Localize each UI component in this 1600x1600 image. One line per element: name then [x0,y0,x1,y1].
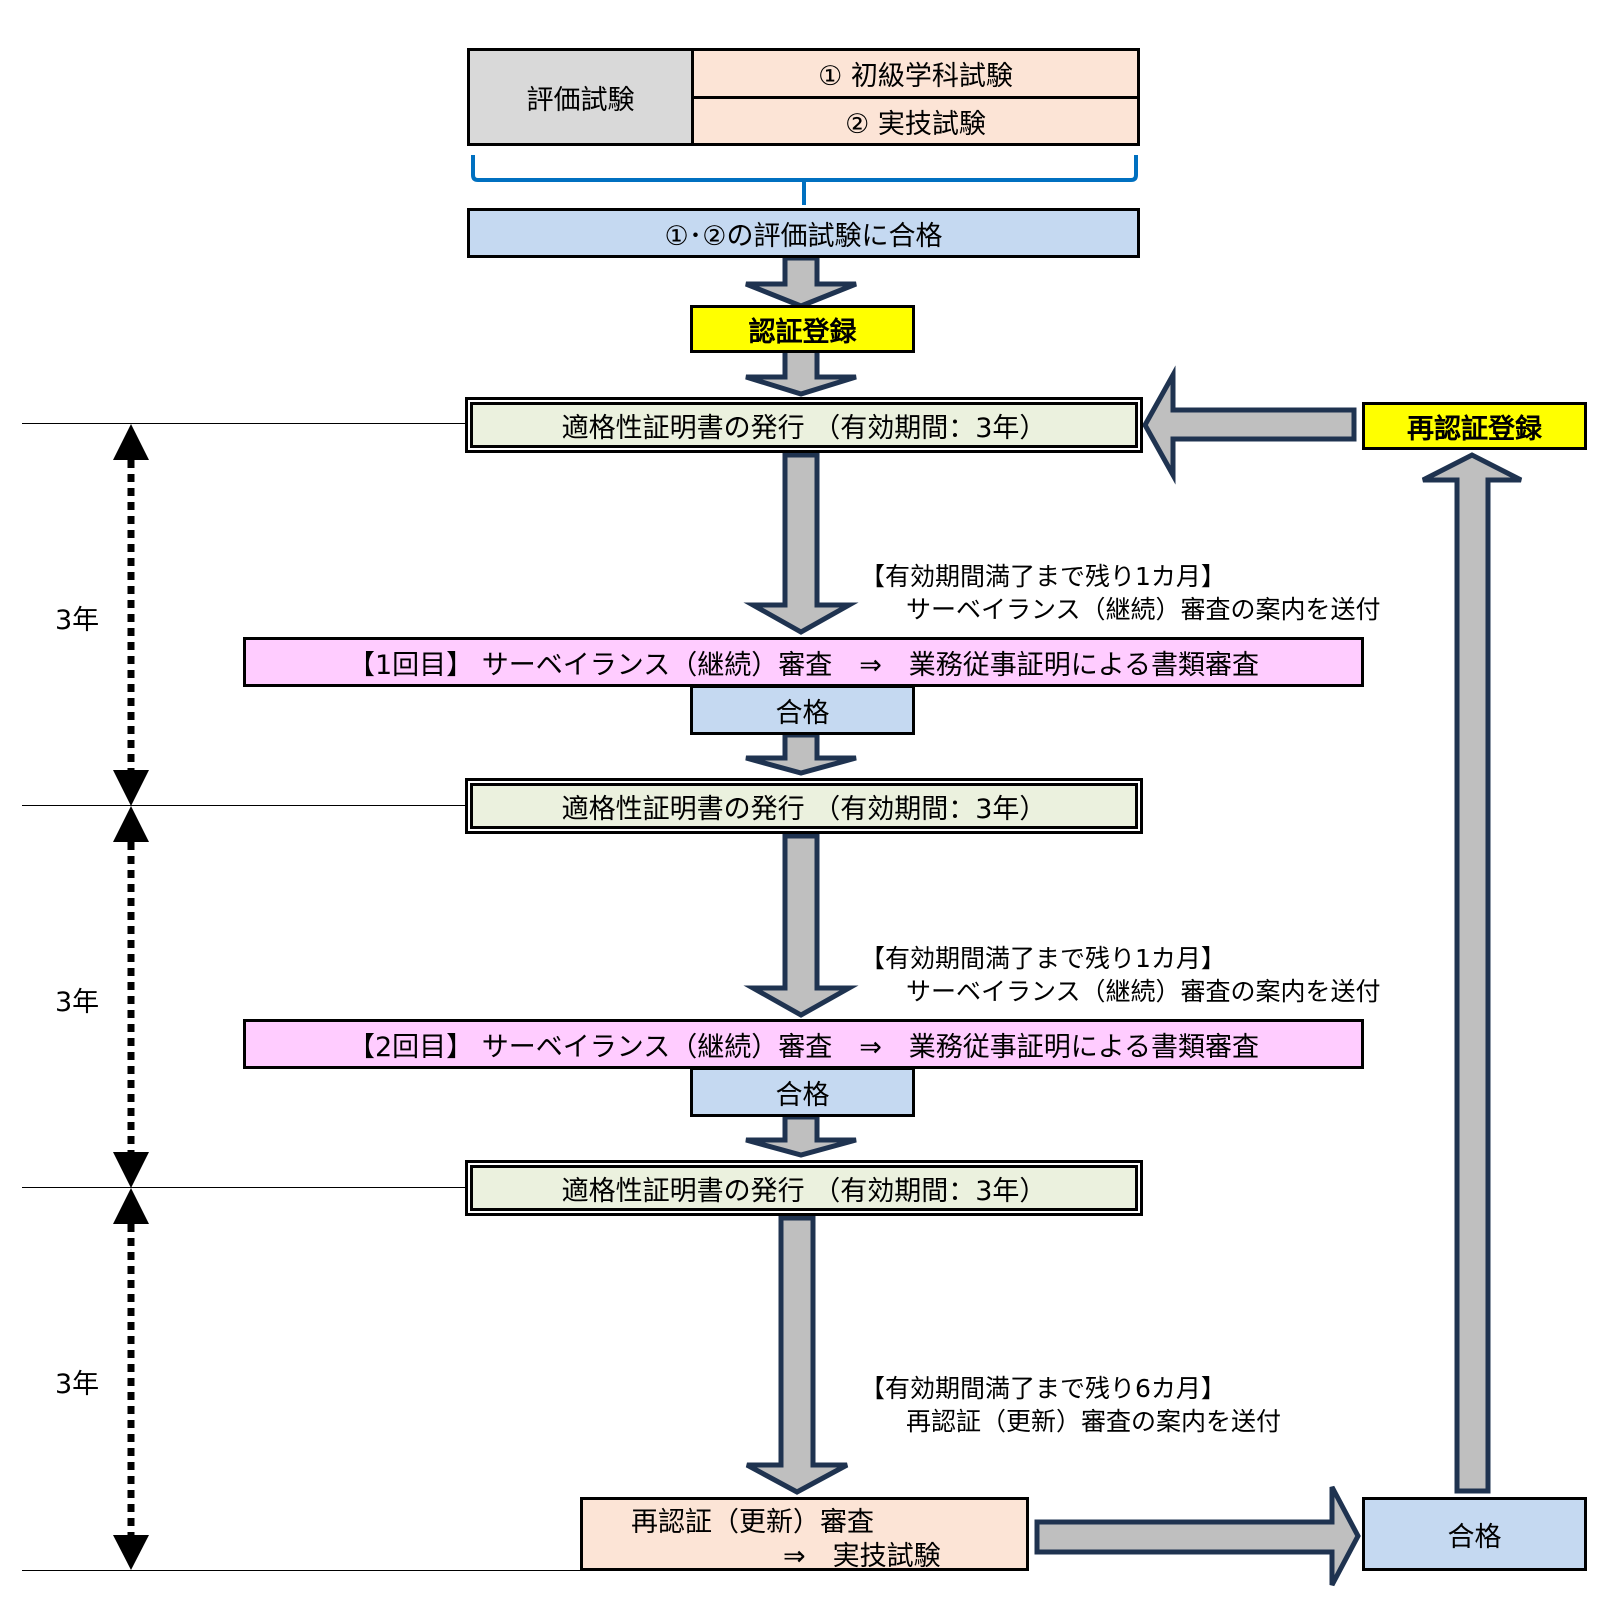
timeline-line-3 [22,1187,467,1188]
period-label-1: 3年 [55,605,100,636]
arrow-left-to-certificate-1 [1142,365,1357,485]
evaluation-item-written: ① 初級学科試験 [691,48,1140,99]
arrow-down-to-certificate-2 [745,732,857,776]
re-registration-box: 再認証登録 [1362,402,1587,450]
notice-1-line1: 【有効期間満了まで残り1カ月】 [860,562,1226,591]
notice-3-line1: 【有効期間満了まで残り6カ月】 [860,1374,1226,1403]
certificate-box-2: 適格性証明書の発行 （有効期間：3年） [465,778,1143,834]
notice-1-line2: サーベイランス（継続）審査の案内を送付 [906,595,1381,624]
notice-2-line1: 【有効期間満了まで残り1カ月】 [860,944,1226,973]
arrow-down-to-registration [745,255,857,309]
period-arrowhead-up-2 [113,806,149,842]
pass-box-2: 合格 [690,1067,915,1117]
bracket-connector [471,155,1138,205]
arrow-down-to-certificate-3 [745,1114,857,1158]
certificate-box-3: 適格性証明書の発行 （有効期間：3年） [465,1160,1143,1216]
surveillance-box-1: 【1回目】 サーベイランス（継続）審査 ⇒ 業務従事証明による書類審査 [243,637,1364,687]
period-arrowhead-up-1 [113,424,149,460]
timeline-line-1 [22,423,467,424]
notice-3: 【有効期間満了まで残り6カ月】 再認証（更新）審査の案内を送付 [860,1372,1281,1438]
period-arrowhead-down-3 [113,1535,149,1570]
evaluation-label: 評価試験 [467,48,694,146]
evaluation-item-practical: ② 実技試験 [691,96,1140,146]
renewal-review-box: 再認証（更新）審査 ⇒ 実技試験 [580,1497,1029,1572]
arrow-down-to-certificate-1 [745,347,857,397]
registration-box: 認証登録 [690,305,915,353]
period-arrowhead-down-1 [113,770,149,806]
notice-2: 【有効期間満了まで残り1カ月】 サーベイランス（継続）審査の案内を送付 [860,942,1381,1008]
period-label-3: 3年 [55,1369,100,1400]
timeline-line-4 [22,1570,582,1571]
timeline-line-2 [22,805,467,806]
notice-2-line2: サーベイランス（継続）審査の案内を送付 [906,977,1381,1006]
notice-3-line2: 再認証（更新）審査の案内を送付 [906,1407,1282,1436]
notice-1: 【有効期間満了まで残り1カ月】 サーベイランス（継続）審査の案内を送付 [860,560,1381,626]
arrow-down-from-certificate-2 [743,833,859,1018]
period-arrowhead-up-3 [113,1188,149,1224]
arrow-down-to-renewal-review [745,1215,849,1495]
pass-box-1: 合格 [690,685,915,735]
arrow-right-to-pass [1034,1485,1361,1587]
renewal-review-line2: ⇒ 実技試験 [783,1541,941,1572]
surveillance-box-2: 【2回目】 サーベイランス（継続）審査 ⇒ 業務従事証明による書類審査 [243,1019,1364,1069]
arrow-down-from-certificate-1 [743,452,859,635]
certificate-box-1: 適格性証明書の発行 （有効期間：3年） [465,397,1143,453]
period-label-2: 3年 [55,987,100,1018]
pass-evaluation-box: ①･②の評価試験に合格 [467,208,1140,258]
period-arrowhead-down-2 [113,1152,149,1188]
arrow-up-to-re-registration [1421,452,1523,1494]
pass-box-renewal: 合格 [1362,1497,1587,1571]
renewal-review-line1: 再認証（更新）審査 [631,1507,874,1538]
